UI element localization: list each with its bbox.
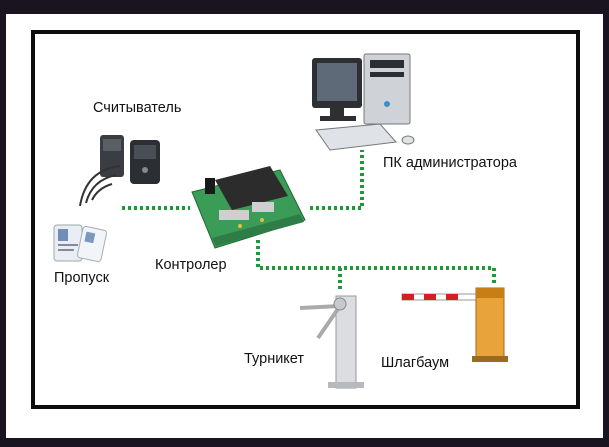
reader-label: Считыватель <box>93 100 182 116</box>
connector-controller-devices <box>256 240 496 285</box>
connector-controller-pc <box>310 150 364 210</box>
barrier-gate-icon <box>401 287 508 362</box>
controller-board-icon <box>191 166 306 249</box>
rf-waves-icon <box>79 165 121 207</box>
pass-label: Пропуск <box>54 270 110 286</box>
connector-lines <box>122 150 496 290</box>
turnstile-label: Турникет <box>244 351 305 367</box>
barrier-label: Шлагбаум <box>381 355 450 371</box>
turnstile-icon <box>299 295 364 389</box>
controller-label: Контролер <box>155 257 227 273</box>
admin-pc-label: ПК администратора <box>383 155 517 171</box>
pass-card-icon <box>53 224 108 263</box>
computer-icon <box>312 53 415 151</box>
